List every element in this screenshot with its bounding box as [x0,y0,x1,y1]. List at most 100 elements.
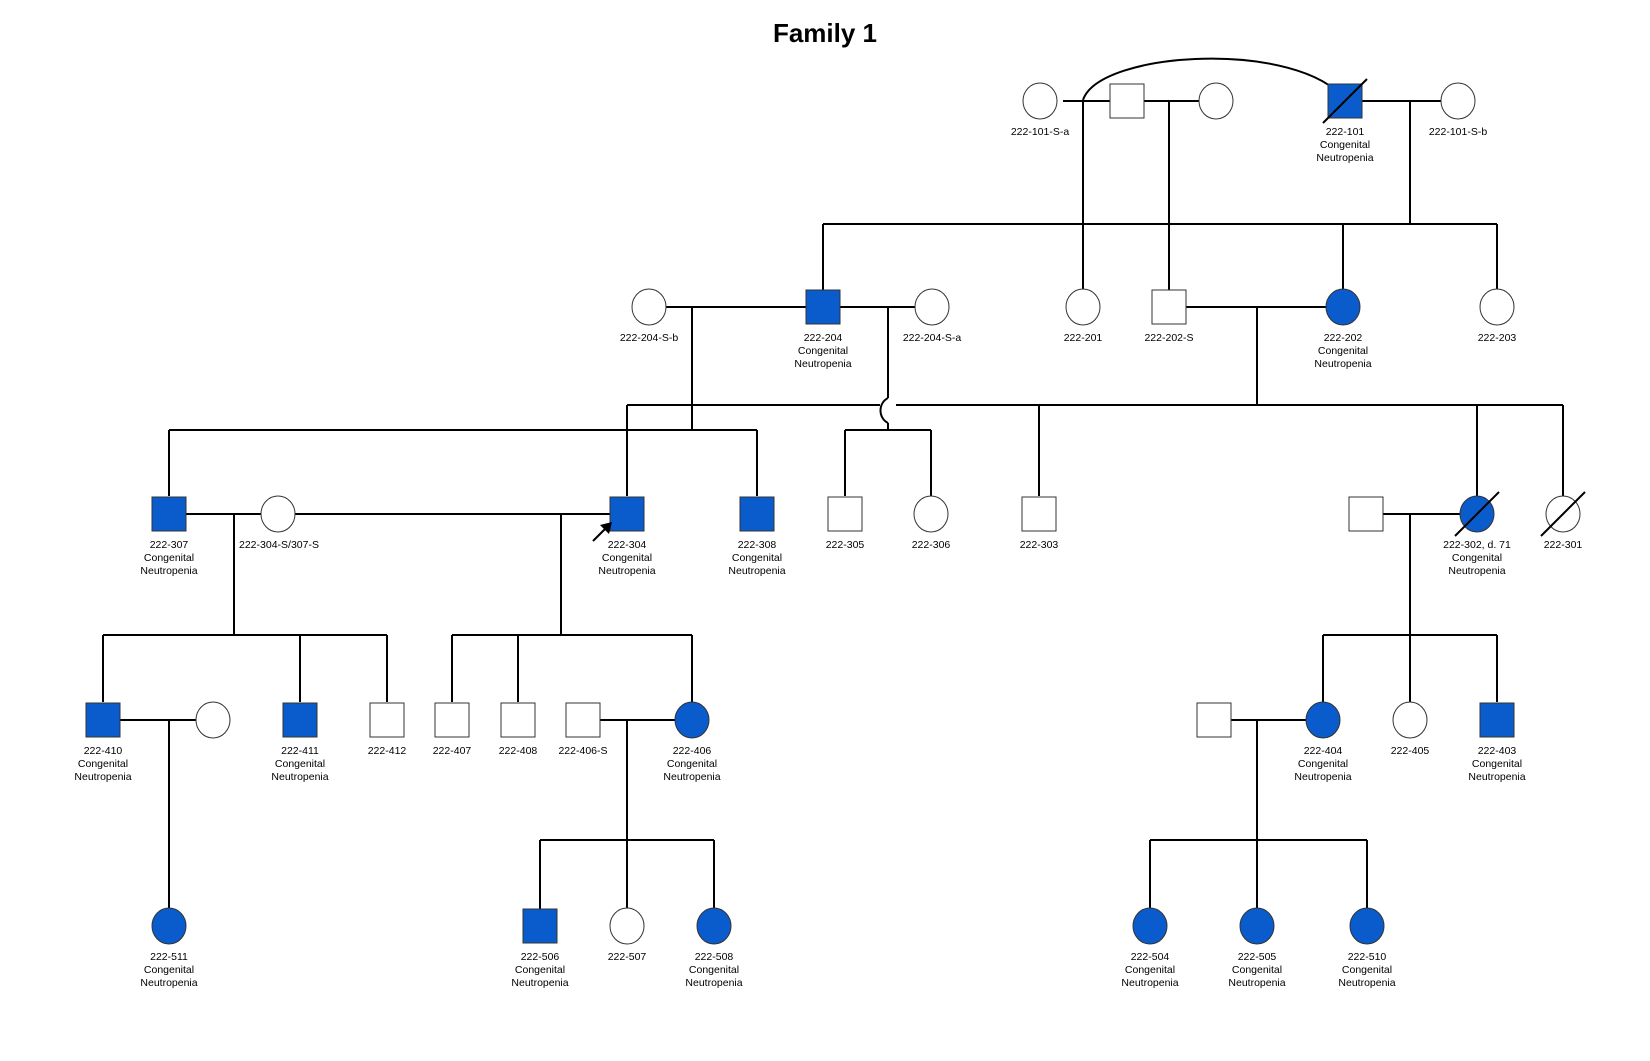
affected-female-circle [696,907,732,945]
condition-label: Neutropenia [663,771,720,783]
unaffected-male-square [500,702,536,738]
individual-id-label: 222-202 [1324,332,1363,344]
condition-label: Congenital [144,552,194,564]
affected-female-circle [1349,907,1385,945]
individual-id-label: 222-411 [281,745,319,757]
affected-male-square [522,908,558,944]
condition-label: Congenital [602,552,652,564]
unaffected-female-circle [1479,288,1515,326]
individual-id-label: 222-410 [84,745,123,757]
unaffected-female-circle [195,701,231,739]
condition-label: Neutropenia [140,565,197,577]
individual-id-label: 222-304 [608,539,647,551]
individual-222-204-s-b: 222-204-S-b [620,288,679,344]
individual-id-label: 222-306 [912,539,951,551]
condition-label: Neutropenia [1338,977,1395,989]
condition-label: Neutropenia [728,565,785,577]
founder-consanguinity-arc [1082,57,1346,101]
unaffected-male-square [1151,289,1187,325]
affected-male-square [282,702,318,738]
affected-male-square [151,496,187,532]
individual-id-label: 222-406-S [558,745,607,757]
condition-label: Congenital [275,758,325,770]
condition-label: Neutropenia [74,771,131,783]
condition-label: Congenital [515,964,565,976]
individual-222-203: 222-203 [1478,288,1516,344]
condition-label: Neutropenia [794,358,851,370]
individual-id-label: 222-505 [1238,951,1277,963]
individual-id-label: 222-412 [368,745,407,757]
condition-label: Congenital [78,758,128,770]
individual-222-405: 222-405 [1391,701,1429,757]
individual-222-304-s-307-s: 222-304-S/307-S [239,495,319,551]
condition-label: Neutropenia [511,977,568,989]
condition-label: Neutropenia [1314,358,1371,370]
individual-id-label: 222-204-S-b [620,332,679,344]
individual-222-507: 222-507 [608,907,647,963]
condition-label: Neutropenia [1121,977,1178,989]
individual-id-label: 222-511 [150,951,188,963]
line-crossing-hop [879,397,889,424]
individual-id-label: 222-507 [608,951,647,963]
affected-female-circle [1305,701,1341,739]
individual-222-101-s-a: 222-101-S-a [1011,82,1070,138]
condition-label: Congenital [1318,345,1368,357]
unaffected-female-circle [1198,82,1234,120]
unaffected-male-square [1348,496,1384,532]
individual-222-306: 222-306 [912,495,951,551]
condition-label: Neutropenia [685,977,742,989]
unaffected-male-square [1196,702,1232,738]
unaffected-female-circle [609,907,645,945]
individual-222-101-s-b: 222-101-S-b [1429,82,1487,138]
unaffected-male-square [565,702,601,738]
affected-female-circle [1325,288,1361,326]
individual-404-spouse [1196,702,1232,738]
individual-id-label: 222-508 [695,951,734,963]
individual-222-407: 222-407 [433,702,471,757]
individual-id-label: 222-308 [738,539,777,551]
individual-founder-male [1109,83,1145,119]
condition-label: Neutropenia [1228,977,1285,989]
condition-label: Neutropenia [140,977,197,989]
deceased-slash [1322,78,1368,124]
individual-222-202-s: 222-202-S [1144,289,1194,344]
individual-id-label: 222-204-S-a [903,332,962,344]
individual-id-label: 222-506 [521,951,560,963]
condition-label: Congenital [144,964,194,976]
affected-male-square [1479,702,1515,738]
individual-id-label: 222-504 [1131,951,1170,963]
individual-id-label: 222-302, d. 71 [1443,539,1511,551]
condition-label: Neutropenia [598,565,655,577]
unaffected-male-square [1021,496,1057,532]
deceased-slash [1540,491,1586,537]
individual-id-label: 222-204 [804,332,843,344]
individual-id-label: 222-101-S-a [1011,126,1070,138]
condition-label: Neutropenia [1294,771,1351,783]
condition-label: Congenital [732,552,782,564]
unaffected-female-circle [1392,701,1428,739]
individual-id-label: 222-404 [1304,745,1343,757]
condition-label: Congenital [1298,758,1348,770]
individual-id-label: 222-510 [1348,951,1387,963]
condition-label: Congenital [1232,964,1282,976]
individual-id-label: 222-201 [1064,332,1103,344]
affected-female-circle [1132,907,1168,945]
individual-222-305: 222-305 [826,496,864,551]
unaffected-female-circle [913,495,949,533]
individual-id-label: 222-101 [1326,126,1365,138]
condition-label: Congenital [1342,964,1392,976]
